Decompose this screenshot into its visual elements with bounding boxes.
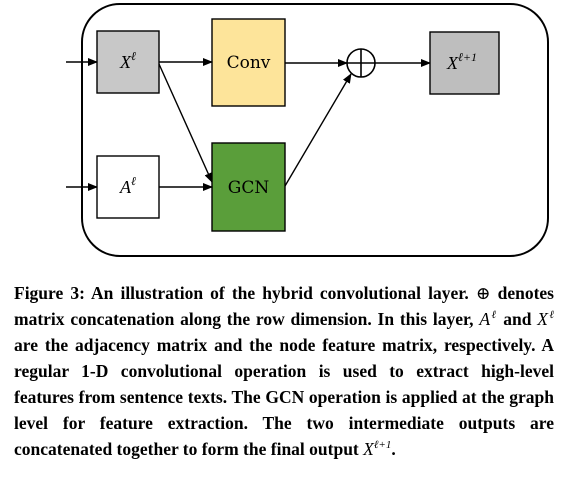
caption-text-3: and <box>497 309 538 329</box>
caption-out-var: X <box>363 439 374 459</box>
x-output-node <box>429 31 500 95</box>
caption-oplus: ⊕ <box>475 283 491 303</box>
caption-a-sup: ℓ <box>490 309 498 322</box>
x-input-label: Xℓ <box>119 49 136 72</box>
edge-x-to-gcn <box>158 63 213 183</box>
gcn-label: GCN <box>228 178 270 198</box>
caption-figure-label: Figure 3: <box>14 283 85 303</box>
caption-x-sup: ℓ <box>547 309 554 322</box>
edge-gcn-to-concat <box>284 73 352 187</box>
a-input-node <box>96 155 160 219</box>
figure-caption: Figure 3: An illustration of the hybrid … <box>14 280 554 462</box>
caption-out-sup: ℓ+1 <box>373 439 392 452</box>
conv-node <box>211 18 286 107</box>
caption-x-var: X <box>537 309 548 329</box>
caption-text-1: An illustration of the hybrid convolutio… <box>84 283 476 303</box>
caption-a-var: A <box>479 309 491 329</box>
caption-text-4: are the adjacency matrix and the node fe… <box>14 335 554 459</box>
conv-label: Conv <box>227 53 271 73</box>
a-input-label: Aℓ <box>119 174 136 197</box>
caption-text-5: . <box>391 439 396 459</box>
caption-text-2: denotes matrix concatenation along the r… <box>14 283 554 329</box>
hybrid-conv-layer-diagram: Xℓ Aℓ Conv GCN Xℓ+1 <box>66 3 549 257</box>
x-output-label: Xℓ+1 <box>446 50 477 73</box>
gcn-node <box>211 142 286 232</box>
layer-container <box>81 3 549 257</box>
x-input-node <box>96 30 160 94</box>
